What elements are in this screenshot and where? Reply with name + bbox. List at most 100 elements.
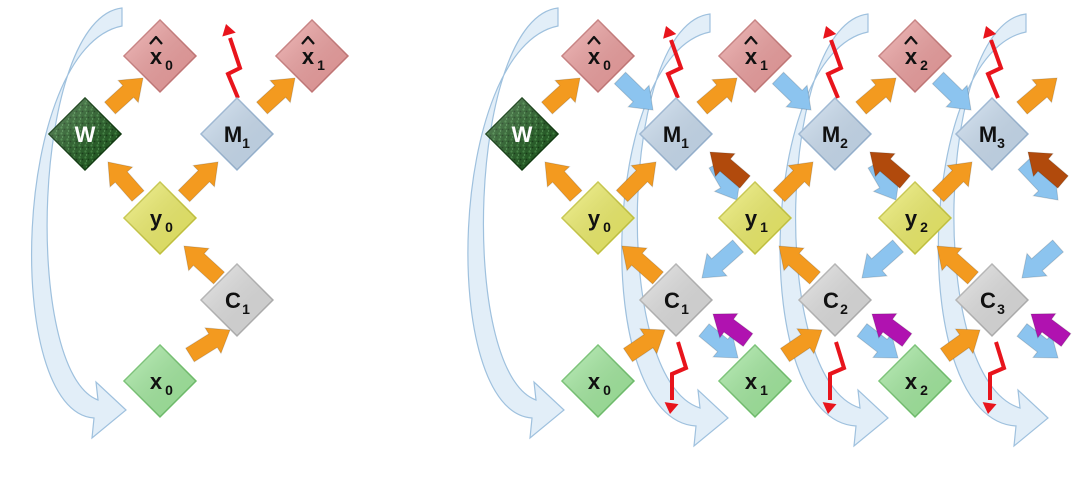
blue-arrow xyxy=(856,322,899,359)
node-subscript: 0 xyxy=(603,382,611,398)
node-weights-r_w: W xyxy=(484,96,560,172)
node-shading xyxy=(562,345,634,417)
node-subscript: 1 xyxy=(760,382,768,398)
node-subscript: 1 xyxy=(681,301,689,317)
node-label: y xyxy=(745,206,758,231)
arrows-layer xyxy=(103,71,1072,363)
node-label: W xyxy=(512,122,533,147)
lightning-bolt-up-icon xyxy=(663,26,684,99)
blue-arrow xyxy=(771,71,812,111)
lightning-stroke xyxy=(825,39,844,99)
blue-arrow xyxy=(698,323,739,359)
orange-arrow xyxy=(939,328,981,363)
node-subscript: 1 xyxy=(760,219,768,235)
node-subscript: 0 xyxy=(165,219,173,235)
node-subscript: 0 xyxy=(165,382,173,398)
node-label: W xyxy=(75,122,96,147)
node-subscript: 3 xyxy=(997,135,1005,151)
node-shading xyxy=(719,182,791,254)
node-shading xyxy=(719,345,791,417)
lightning-head xyxy=(982,402,997,414)
node-label: x xyxy=(302,44,315,69)
orange-arrow xyxy=(621,245,665,285)
node-label: M xyxy=(979,122,997,147)
node-shading xyxy=(799,264,871,336)
orange-arrow xyxy=(540,77,581,115)
lightning-bolt-down-icon xyxy=(822,341,847,414)
node-shading xyxy=(799,98,871,170)
node-weights-l_w: W xyxy=(47,96,123,172)
blue-arrow xyxy=(931,71,972,111)
node-subscript: 2 xyxy=(840,135,848,151)
node-shading xyxy=(276,20,348,92)
node-subscript: 1 xyxy=(760,57,768,73)
hat-accent-icon xyxy=(149,35,163,45)
feedback-loop-arrow-left xyxy=(30,7,127,440)
blue-arrow xyxy=(861,239,905,279)
node-label: y xyxy=(905,206,918,231)
orange-arrow xyxy=(855,77,897,115)
node-subscript: 0 xyxy=(603,57,611,73)
node-shading xyxy=(879,182,951,254)
node-shading xyxy=(640,98,712,170)
node-shading xyxy=(956,264,1028,336)
lightning-stroke xyxy=(670,341,689,400)
node-subscript: 1 xyxy=(317,57,325,73)
node-shading xyxy=(201,264,273,336)
feedback-loop-arrow-r1 xyxy=(621,13,729,448)
node-label: M xyxy=(224,122,242,147)
lightning-layer xyxy=(222,24,1007,414)
node-subscript: 0 xyxy=(603,219,611,235)
purple-arrow xyxy=(871,313,913,348)
lightning-bolt-up-icon xyxy=(823,26,844,99)
lightning-stroke xyxy=(985,39,1004,99)
loop-arrow-shape xyxy=(30,7,127,440)
orange-arrow xyxy=(544,161,583,203)
node-subscript: 1 xyxy=(681,135,689,151)
lightning-bolt-up-icon xyxy=(222,24,243,99)
orange-arrow xyxy=(772,161,814,203)
loop-arrow-shape xyxy=(467,7,565,440)
node-shading xyxy=(719,20,791,92)
orange-arrow xyxy=(779,328,823,363)
node-shading xyxy=(49,98,121,170)
lightning-head xyxy=(664,402,679,414)
node-shading xyxy=(879,20,951,92)
orange-arrow xyxy=(255,77,296,115)
node-label: M xyxy=(822,122,840,147)
node-shading xyxy=(640,264,712,336)
node-shading xyxy=(201,98,273,170)
orange-arrow xyxy=(936,245,980,285)
hat-accent-icon xyxy=(301,35,315,45)
node-shading xyxy=(562,20,634,92)
loop-arrow-shape xyxy=(937,13,1049,448)
blue-arrow xyxy=(1016,322,1059,359)
lightning-bolt-down-icon xyxy=(664,341,689,414)
feedback-loop-arrow-r3 xyxy=(937,13,1049,448)
node-label: x xyxy=(905,369,918,394)
node-subscript: 2 xyxy=(920,219,928,235)
node-subscript: 2 xyxy=(920,382,928,398)
node-label: x xyxy=(150,44,163,69)
purple-arrow xyxy=(712,313,754,348)
node-subscript: 2 xyxy=(920,57,928,73)
lightning-head xyxy=(222,24,236,37)
node-label: C xyxy=(980,288,996,313)
lightning-head xyxy=(822,402,837,414)
